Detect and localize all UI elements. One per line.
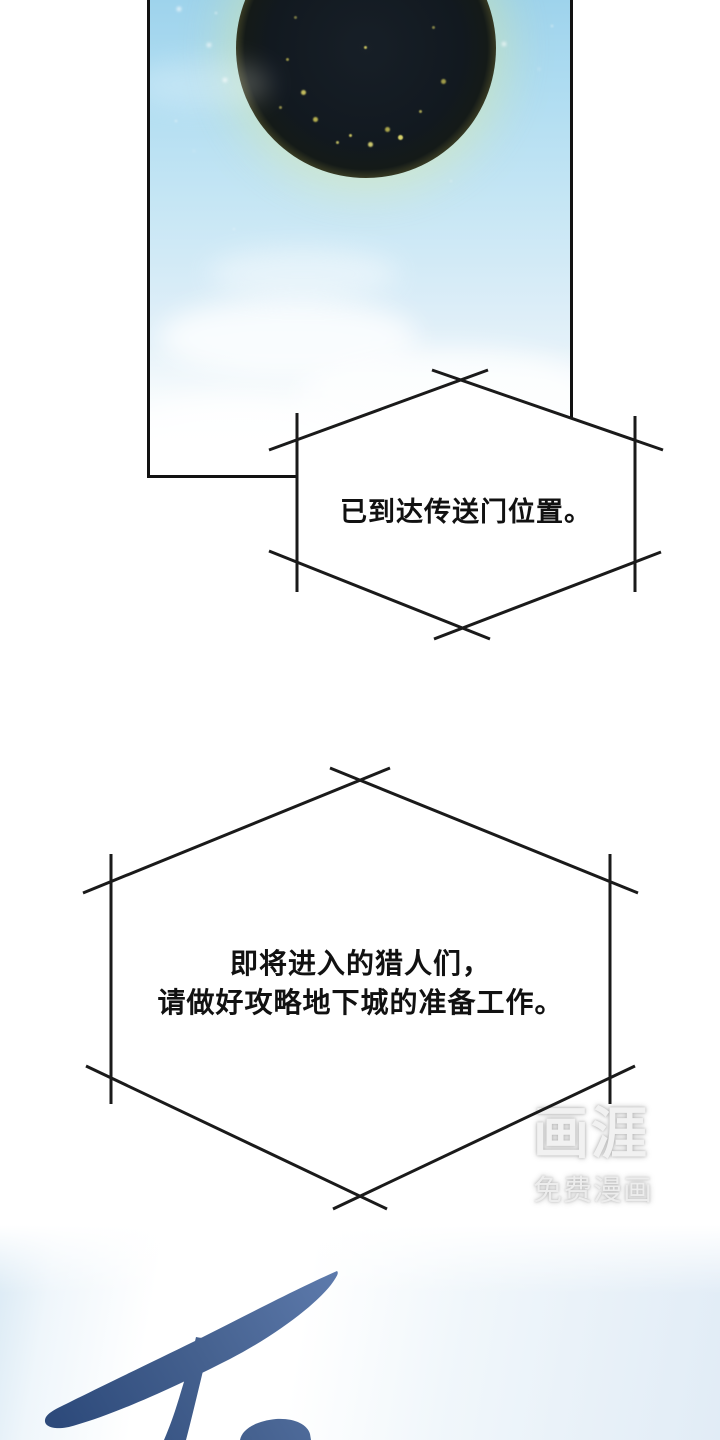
bubble2-outline (82, 766, 639, 1211)
system-message-2-line1: 即将进入的猎人们， (229, 948, 491, 979)
system-message-1: 已到达传送门位置。 (340, 497, 592, 527)
gold-speckles (364, 46, 367, 49)
brush-stroke-blob (240, 1418, 311, 1440)
watermark-brand: 画涯 (533, 1102, 649, 1165)
brush-stroke-descender (164, 1337, 210, 1440)
watermark-tagline: 免费漫画 (533, 1175, 654, 1207)
cloud (208, 248, 398, 300)
bubble1-fill (297, 380, 635, 628)
system-message-2: 即将进入的猎人们， 请做好攻略地下城的准备工作。 (111, 944, 610, 1022)
watermark: 画涯 免费漫画 (533, 1104, 713, 1209)
bubble1-outline (268, 368, 664, 641)
system-message-2-line2: 请做好攻略地下城的准备工作。 (157, 987, 564, 1018)
cloud (150, 60, 270, 108)
bubble2-fill (111, 780, 610, 1196)
brush-stroke-main (44, 1271, 338, 1429)
panel-bottom (0, 1225, 720, 1440)
brush-stroke (44, 1271, 338, 1440)
